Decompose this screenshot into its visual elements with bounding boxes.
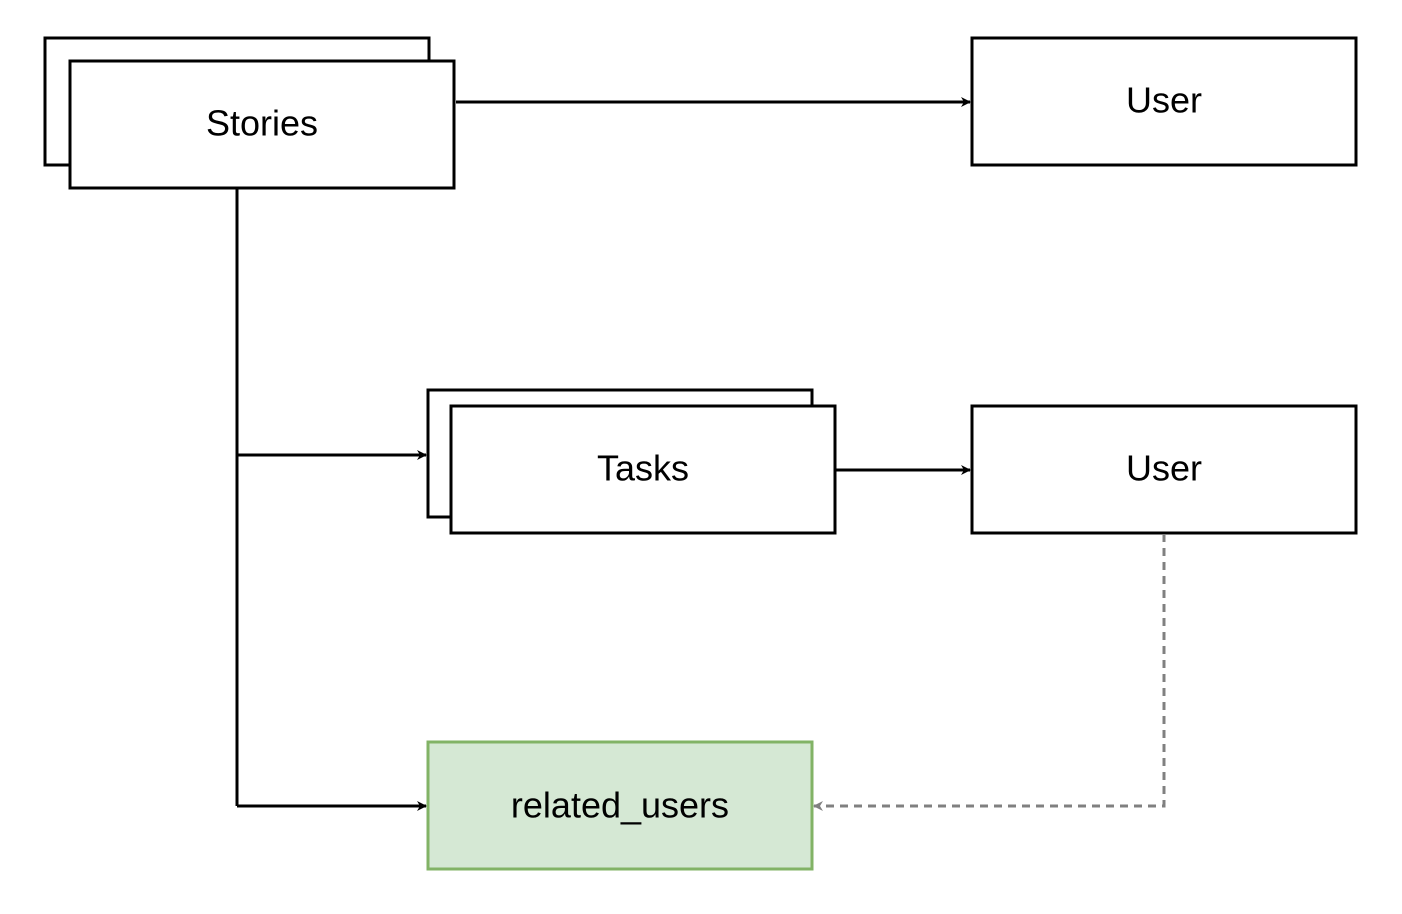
node-related-users-label: related_users: [511, 785, 729, 826]
node-tasks[interactable]: Tasks: [426, 388, 837, 535]
node-related-users[interactable]: related_users: [426, 740, 814, 871]
node-tasks-front: [449, 404, 837, 535]
node-user-mid-box: [970, 404, 1358, 535]
node-user-top-box: [970, 36, 1358, 167]
node-user-top[interactable]: User: [970, 36, 1358, 167]
node-user-top-label: User: [1126, 80, 1202, 121]
node-user-mid[interactable]: User: [970, 404, 1358, 535]
node-stories-front: [68, 59, 456, 190]
node-related-users-box: [426, 740, 814, 871]
node-stories[interactable]: Stories: [43, 36, 456, 190]
node-tasks-label: Tasks: [597, 448, 689, 489]
edge-user-to-related-users: [813, 534, 1166, 811]
node-stories-label: Stories: [206, 103, 318, 144]
node-user-mid-label: User: [1126, 448, 1202, 489]
